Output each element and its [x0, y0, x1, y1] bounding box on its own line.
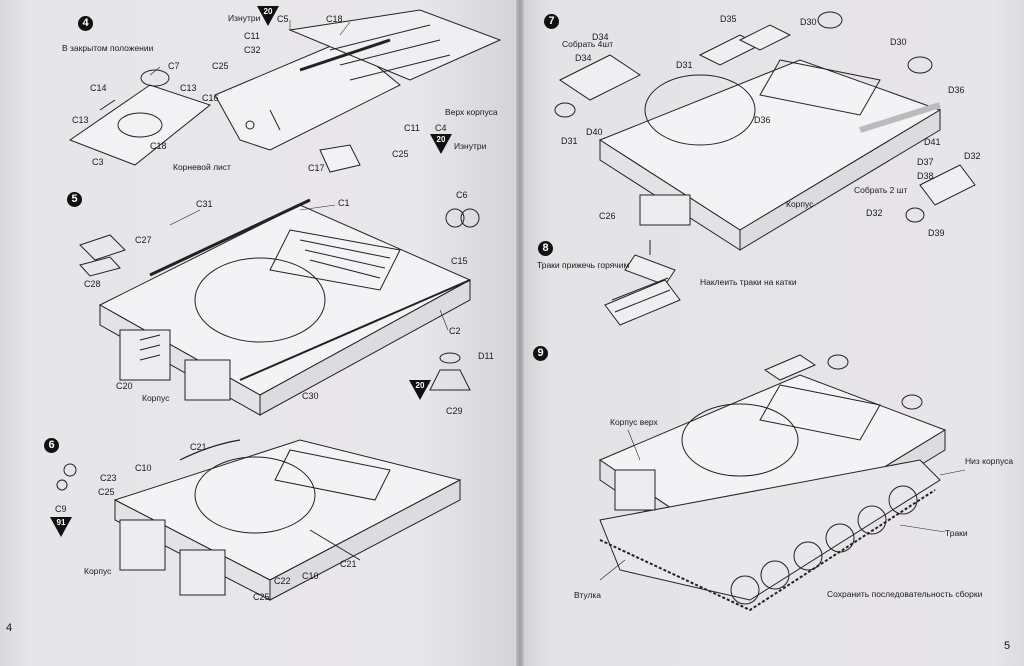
step8-tracks — [604, 240, 681, 326]
step6-hull — [56, 439, 462, 601]
note-lower-hull: Низ корпуса — [965, 456, 1014, 466]
part-label: C26 — [599, 211, 616, 221]
note-assemble-4: Собрать 4шт — [562, 39, 614, 49]
note-inside: Изнутри — [228, 13, 261, 23]
part-label: C23 — [100, 473, 117, 483]
note-bushing: Втулка — [574, 590, 602, 600]
part-label: D36 — [948, 85, 965, 95]
part-label: D31 — [561, 136, 578, 146]
part-label: C17 — [308, 163, 325, 173]
note-assemble-2: Собрать 2 шт — [854, 185, 908, 195]
part-label: D32 — [866, 208, 883, 218]
step4-hull-rear — [214, 9, 502, 173]
note-inside: Изнутри — [454, 141, 487, 151]
step-number-badge: 7 — [544, 14, 559, 29]
part-label: C27 — [135, 235, 152, 245]
paint-ref-triangle: 20 — [257, 6, 279, 26]
part-label: C21 — [190, 442, 207, 452]
part-label: C5 — [277, 14, 289, 24]
part-label: C16 — [202, 93, 219, 103]
part-label: C30 — [302, 391, 319, 401]
part-label: C3 — [92, 157, 104, 167]
note-upper-hull: Корпус верх — [610, 417, 658, 427]
part-label: C13 — [180, 83, 197, 93]
note-hull: Корпус — [84, 566, 112, 576]
part-label: C25 — [392, 149, 409, 159]
step-number-badge: 8 — [538, 241, 553, 256]
page-number-right: 5 — [1004, 640, 1011, 652]
step-number-badge: 6 — [44, 438, 59, 453]
part-label: C6 — [456, 190, 468, 200]
book-spine — [516, 0, 524, 666]
part-label: D31 — [676, 60, 693, 70]
note-upper-hull: Верх корпуса — [445, 107, 498, 117]
paint-ref-number: 20 — [263, 7, 273, 16]
part-label: C18 — [326, 14, 343, 24]
note-root-sheet: Корневой лист — [173, 162, 231, 172]
paint-ref-number: 91 — [56, 518, 66, 527]
part-label: C25 — [212, 61, 229, 71]
note-keep-order: Сохранить последовательность сборки — [827, 589, 983, 599]
part-label: C2 — [449, 326, 461, 336]
step-number-badge: 4 — [78, 16, 93, 31]
paint-ref-triangle: 20 — [409, 380, 431, 400]
part-label: C11 — [244, 31, 260, 41]
part-label: D35 — [720, 14, 737, 24]
part-label: C14 — [90, 83, 107, 93]
note-tracks: Траки — [945, 528, 968, 538]
step4-hatch-plate — [68, 69, 212, 166]
part-label: C10 — [302, 571, 319, 581]
part-label: D37 — [917, 157, 934, 167]
part-label: C1 — [338, 198, 350, 208]
part-label: C10 — [135, 463, 152, 473]
part-label: D11 — [478, 351, 494, 361]
step-number-badge: 5 — [67, 192, 82, 207]
paint-ref-triangle: 91 — [50, 517, 72, 537]
part-label: D34 — [575, 53, 592, 63]
part-label: C31 — [196, 199, 213, 209]
note-glue-tracks: Наклеить траки на катки — [700, 277, 797, 287]
part-label: C25 — [253, 592, 270, 602]
part-label: D40 — [586, 127, 603, 137]
part-label: C20 — [116, 381, 133, 391]
part-label: C28 — [84, 279, 101, 289]
paint-ref-triangle: 20 — [430, 134, 452, 154]
part-label: C7 — [168, 61, 180, 71]
part-label: C4 — [435, 123, 447, 133]
part-label: D32 — [964, 151, 981, 161]
part-label: D30 — [800, 17, 817, 27]
part-label: D41 — [924, 137, 941, 147]
note-hull: Корпус — [786, 199, 814, 209]
part-label: D36 — [754, 115, 771, 125]
part-label: C22 — [274, 576, 291, 586]
part-label: C29 — [446, 406, 463, 416]
page-number-left: 4 — [6, 622, 13, 634]
part-label: C18 — [150, 141, 167, 151]
part-label: C13 — [72, 115, 89, 125]
paint-ref-number: 20 — [436, 135, 446, 144]
part-label: D39 — [928, 228, 945, 238]
part-label: C11 — [404, 123, 420, 133]
note-press-tracks: Траки прижечь горячим — [537, 260, 630, 270]
part-label: C32 — [244, 45, 261, 55]
step5-hull — [79, 198, 480, 416]
paint-ref-number: 20 — [415, 381, 425, 390]
step7-hull — [554, 11, 976, 251]
note-hull: Корпус — [142, 393, 170, 403]
part-label: C25 — [98, 487, 115, 497]
part-label: D30 — [890, 37, 907, 47]
part-label: C21 — [340, 559, 357, 569]
part-label: C9 — [55, 504, 67, 514]
part-label: C15 — [451, 256, 468, 266]
leader-lines — [149, 20, 966, 581]
part-label: D34 — [592, 32, 609, 42]
step-number-badge: 9 — [533, 346, 548, 361]
step9-tank — [598, 354, 947, 612]
part-label: D38 — [917, 171, 934, 181]
note-closed-position: В закрытом положении — [62, 43, 154, 53]
